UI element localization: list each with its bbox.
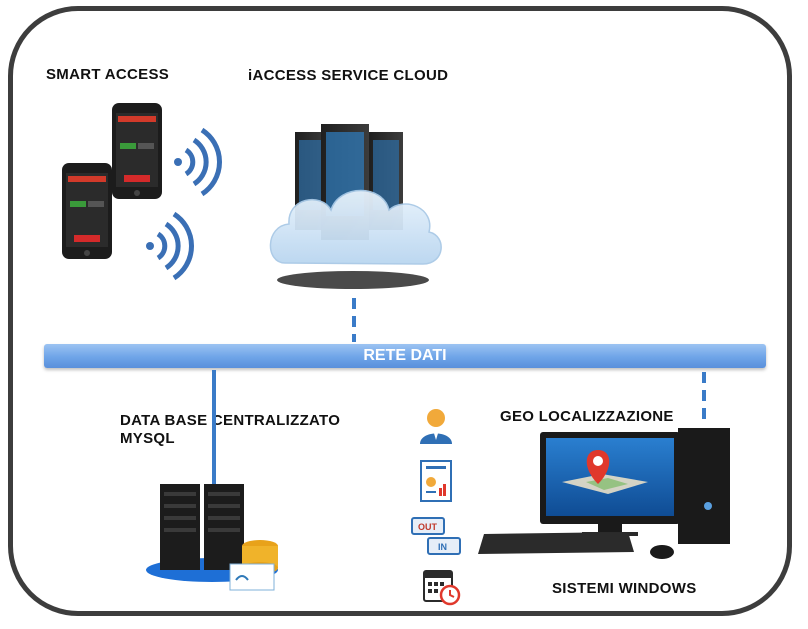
smart-access-label: SMART ACCESS — [46, 66, 170, 83]
database-icon — [146, 484, 278, 591]
desktop-computer-icon — [478, 428, 730, 559]
report-icon — [420, 460, 452, 502]
network-bar: RETE DATI — [44, 344, 766, 368]
user-icon — [420, 409, 452, 444]
network-label: RETE DATI — [363, 347, 447, 364]
cloud-icon — [269, 189, 442, 265]
out-in-icon: OUT IN — [411, 517, 461, 555]
geo-label: GEO LOCALIZZAZIONE — [500, 408, 674, 425]
phone-icon — [112, 103, 162, 199]
database-label-line1: DATA BASE CENTRALIZZATO — [120, 412, 341, 429]
database-label-line2: MYSQL — [120, 430, 175, 447]
calendar-clock-icon — [423, 570, 461, 606]
wifi-icon — [174, 127, 222, 197]
wifi-icon — [146, 211, 194, 281]
cloud-servers — [269, 124, 442, 289]
svg-text:OUT: OUT — [418, 522, 438, 532]
phone-icon — [62, 163, 112, 259]
svg-text:IN: IN — [438, 542, 447, 552]
cloud-label: iACCESS SERVICE CLOUD — [248, 67, 449, 84]
windows-label: SISTEMI WINDOWS — [552, 580, 697, 597]
map-pin-icon — [586, 450, 610, 484]
